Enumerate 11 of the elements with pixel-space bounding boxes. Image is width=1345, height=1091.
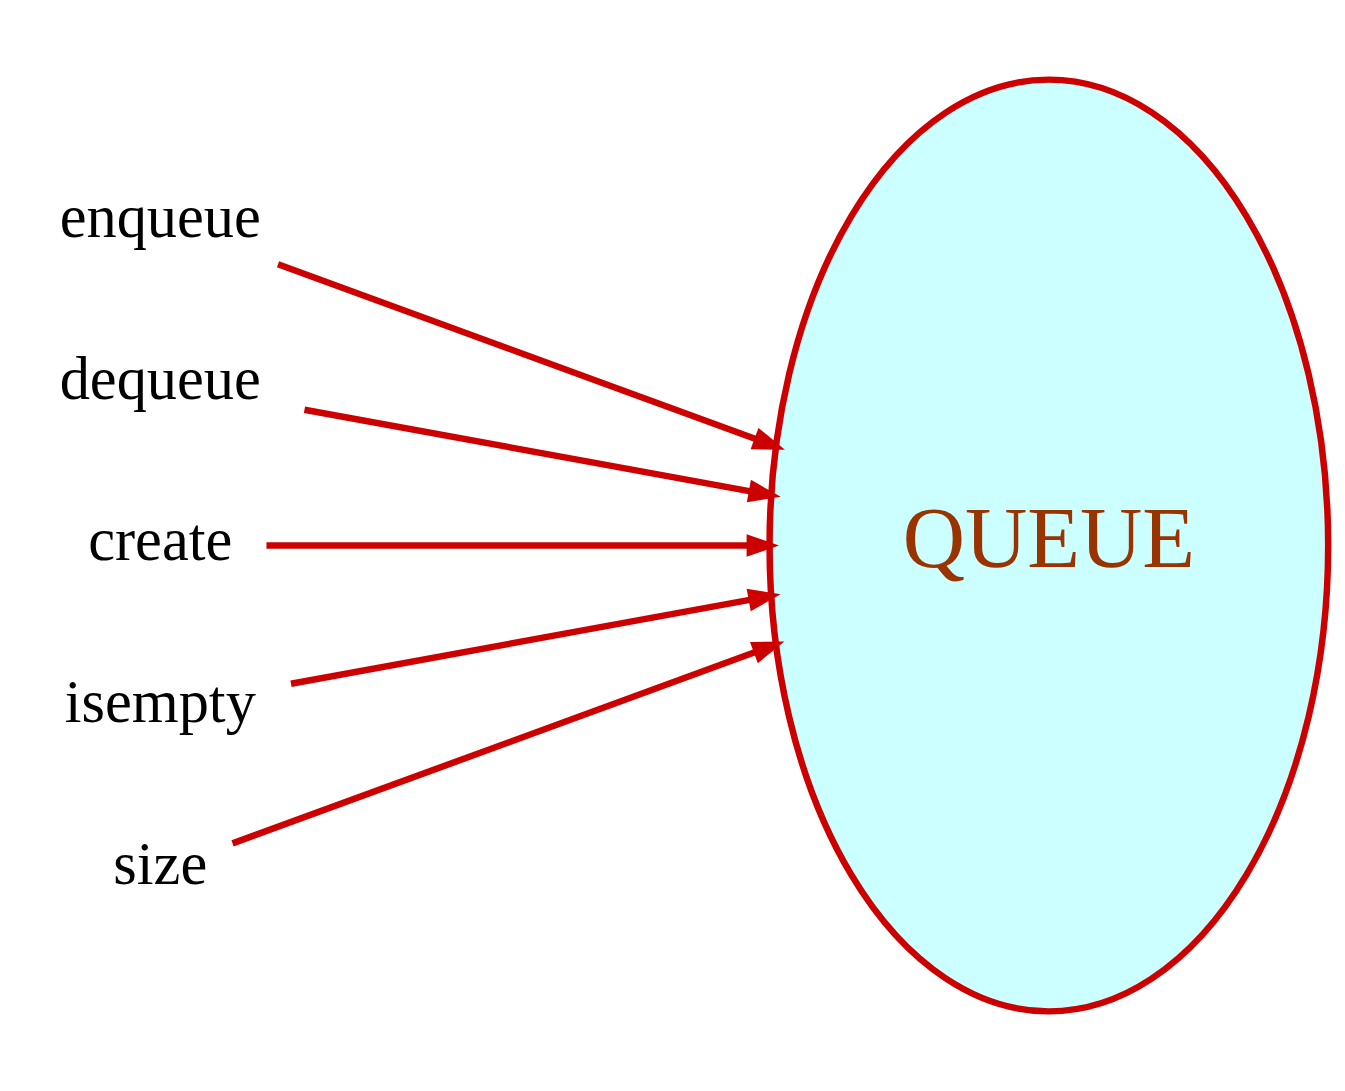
arrow bbox=[231, 641, 785, 847]
node-text: dequeue bbox=[59, 344, 261, 412]
node-ellipse: QUEUE bbox=[766, 76, 1332, 1015]
arrow bbox=[303, 406, 781, 503]
node-text: create bbox=[88, 506, 233, 574]
node-text: enqueue bbox=[59, 182, 261, 250]
node-text: isempty bbox=[64, 668, 256, 736]
node-text: size bbox=[113, 829, 208, 897]
arrow bbox=[266, 534, 780, 557]
arrow bbox=[290, 588, 781, 687]
arrow bbox=[276, 261, 785, 450]
